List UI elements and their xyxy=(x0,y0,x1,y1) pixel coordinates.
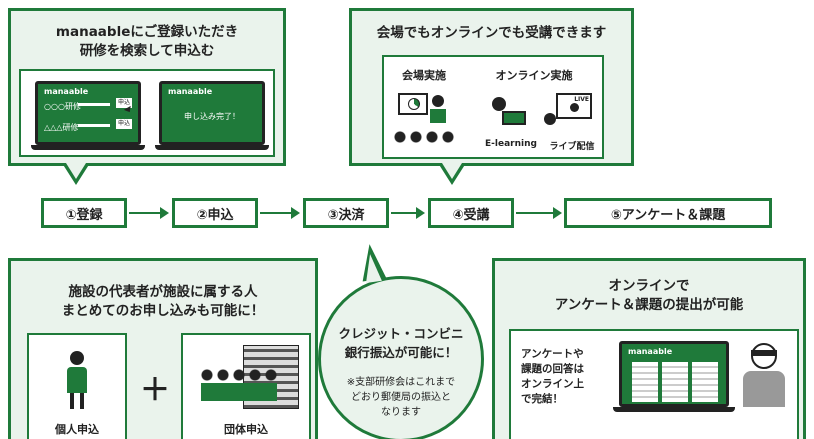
screen1-row2-bar xyxy=(78,124,110,127)
online-label: オンライン実施 xyxy=(495,69,573,82)
complete-screen: manaable 申し込み完了！ xyxy=(159,81,265,145)
arrow-3 xyxy=(391,207,425,219)
survey-desc2: 課題の回答は xyxy=(521,363,584,375)
survey-title-line1: オンラインで xyxy=(608,278,690,294)
survey-desc4: で完結！ xyxy=(521,393,563,405)
student-head-icon xyxy=(751,343,777,369)
payment-line2: 銀行振込が可能に！ xyxy=(344,345,458,360)
group-box: 団体申込 xyxy=(181,333,311,439)
venue-label: 会場実施 xyxy=(402,69,446,82)
individual-legs-icon xyxy=(70,393,84,409)
payment-note3: なります xyxy=(381,407,421,418)
individual-label: 個人申込 xyxy=(55,423,99,436)
arrow-1 xyxy=(129,207,169,219)
register-screens-box: manaable ○○○研修 申込 △△△研修 申込 manaable 申し込み… xyxy=(19,69,275,157)
student-body-icon xyxy=(743,371,785,407)
step-attend: ④受講 xyxy=(428,198,514,228)
survey-screen-brand: manaable xyxy=(628,347,673,356)
audience-icon xyxy=(392,131,456,145)
step-apply: ②申込 xyxy=(172,198,258,228)
survey-screen: manaable xyxy=(619,341,729,407)
individual-box: 個人申込 xyxy=(27,333,127,439)
live-viewer-icon xyxy=(544,113,556,125)
screen1-row2-button: 申込 xyxy=(116,119,132,129)
arrow-2 xyxy=(260,207,300,219)
survey-box: アンケートや 課題の回答は オンライン上 で完結！ manaable xyxy=(509,329,799,439)
survey-form-3 xyxy=(692,362,718,402)
attend-panel: 会場でもオンラインでも受講できます 会場実施 オンライン実施 E-learnin… xyxy=(349,8,634,166)
screen1-row2: △△△研修 xyxy=(44,123,79,132)
screen2-brand: manaable xyxy=(168,87,213,96)
group-apply-panel: 施設の代表者が施設に属する人 まとめてのお申し込みも可能に！ 個人申込 ＋ 団体… xyxy=(8,258,318,439)
step-register: ①登録 xyxy=(41,198,127,228)
live-label: ライブ配信 xyxy=(549,142,595,152)
headband-icon xyxy=(751,350,777,356)
register-title-line2: 研修を検索して申込む xyxy=(79,43,215,59)
complete-laptop-base xyxy=(155,145,269,150)
attend-panel-tail-inner xyxy=(442,163,462,179)
pie-chart-icon xyxy=(408,98,420,110)
register-title-line1: manaableにご登録いただき xyxy=(55,24,239,40)
live-badge: LIVE xyxy=(574,96,589,103)
group-title-line2: まとめてのお申し込みも可能に！ xyxy=(61,303,265,319)
payment-note2: どおり郵便局の振込と xyxy=(351,392,451,403)
screen1-row1: ○○○研修 xyxy=(44,102,81,111)
step-payment: ③決済 xyxy=(303,198,389,228)
screen1-row1-button: 申込 xyxy=(116,98,132,108)
survey-panel: オンラインで アンケート＆課題の提出が可能 アンケートや 課題の回答は オンライ… xyxy=(492,258,806,439)
speaker-icon xyxy=(432,95,444,107)
step-survey: ⑤アンケート＆課題 xyxy=(564,198,772,228)
individual-person-icon xyxy=(70,351,84,365)
presentation-board-icon xyxy=(398,93,428,115)
individual-body-icon xyxy=(67,367,87,393)
group-label: 団体申込 xyxy=(224,423,268,436)
survey-desc3: オンライン上 xyxy=(521,378,584,390)
register-panel-tail-inner xyxy=(66,163,86,179)
search-laptop-base xyxy=(31,145,145,150)
elearning-label: E-learning xyxy=(485,139,537,149)
podium-icon xyxy=(430,109,446,123)
survey-desc1: アンケートや xyxy=(521,348,584,360)
payment-note1: ※支部研修会はこれまで xyxy=(346,377,456,388)
survey-form-1 xyxy=(632,362,658,402)
elearning-person-icon xyxy=(492,97,506,111)
live-monitor-icon: LIVE xyxy=(556,93,592,119)
payment-bubble xyxy=(318,276,484,439)
elearning-laptop-icon xyxy=(502,111,526,125)
survey-form-2 xyxy=(662,362,688,402)
payment-line1: クレジット・コンビニ xyxy=(338,326,464,341)
survey-title-line2: アンケート＆課題の提出が可能 xyxy=(554,297,744,313)
arrow-4 xyxy=(516,207,562,219)
screen1-row1-bar xyxy=(78,103,110,106)
group-title-line1: 施設の代表者が施設に属する人 xyxy=(68,284,258,300)
complete-message: 申し込み完了！ xyxy=(184,112,240,121)
group-people-icon xyxy=(199,369,279,409)
plus-sign: ＋ xyxy=(140,373,170,408)
screen1-brand: manaable xyxy=(44,87,89,96)
attend-title: 会場でもオンラインでも受講できます xyxy=(376,25,607,41)
search-screen: manaable ○○○研修 申込 △△△研修 申込 xyxy=(35,81,141,145)
register-panel: manaableにご登録いただき 研修を検索して申込む manaable ○○○… xyxy=(8,8,286,166)
live-presenter-icon xyxy=(570,103,579,112)
survey-laptop-base xyxy=(613,407,735,412)
attend-box: 会場実施 オンライン実施 E-learning LIVE ライブ配信 xyxy=(382,55,604,159)
